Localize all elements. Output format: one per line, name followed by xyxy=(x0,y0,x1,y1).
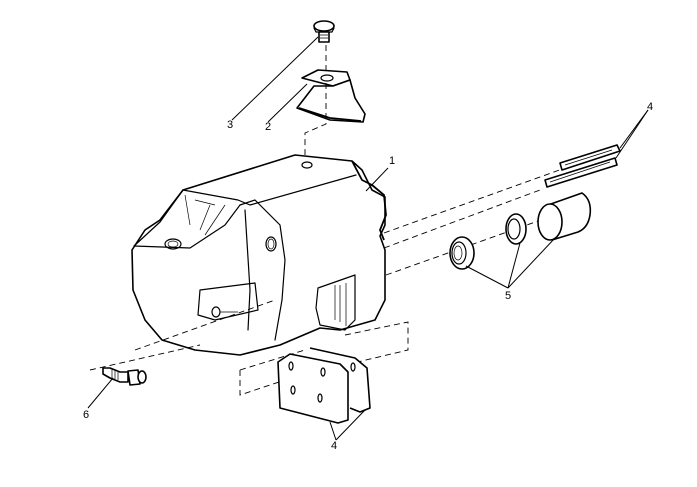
callout-4-pins: 4 xyxy=(647,101,654,113)
callout-1: 1 xyxy=(389,155,396,167)
pad-plates-part-4 xyxy=(239,321,409,424)
cap-screw-part-3 xyxy=(313,20,335,72)
callout-5: 5 xyxy=(505,290,512,302)
callout-6: 6 xyxy=(83,409,90,421)
callout-3: 3 xyxy=(227,119,234,131)
callout-4-pads: 4 xyxy=(331,440,338,452)
callout-leader-lines xyxy=(87,36,649,441)
pins-part-4 xyxy=(544,144,621,188)
bushings-part-5 xyxy=(449,192,592,270)
callout-2: 2 xyxy=(265,121,272,133)
bracket-part-2 xyxy=(296,69,366,155)
assembly-axis-lines xyxy=(89,167,566,371)
bleeder-screw-part-6 xyxy=(102,367,147,386)
housing-part-1 xyxy=(131,154,387,356)
